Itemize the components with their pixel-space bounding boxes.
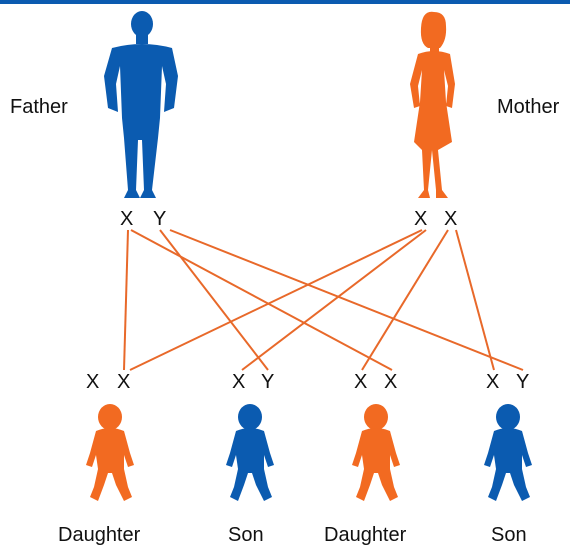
child4-chromosome-2: Y xyxy=(516,371,530,393)
line-father-x-to-child1 xyxy=(123,229,129,371)
child1-chromosome-2: X xyxy=(117,371,131,393)
baby-silhouette-icon xyxy=(226,404,274,501)
child1-chromosome-1: X xyxy=(86,371,100,393)
child3-label: Daughter xyxy=(324,524,407,546)
father-chromosome-2: Y xyxy=(153,208,167,230)
father-chromosome-1: X xyxy=(120,208,134,230)
line-father-x-to-child3 xyxy=(130,229,393,371)
child2-chromosome-2: Y xyxy=(261,371,275,393)
child3-chromosome-1: X xyxy=(354,371,368,393)
baby-silhouette-icon xyxy=(484,404,532,501)
line-mother-x1-to-child1 xyxy=(129,229,423,371)
line-father-y-to-child2 xyxy=(159,229,269,371)
child1-label: Daughter xyxy=(58,524,141,546)
father-label: Father xyxy=(10,96,68,118)
baby-silhouette-icon xyxy=(352,404,400,501)
man-silhouette-icon xyxy=(104,11,178,198)
top-accent-bar xyxy=(0,0,570,4)
child2-label: Son xyxy=(228,524,264,546)
child2-chromosome-1: X xyxy=(232,371,246,393)
line-mother-x2-to-child4 xyxy=(455,229,495,371)
child4-label: Son xyxy=(491,524,527,546)
baby-silhouette-icon xyxy=(86,404,134,501)
mother-chromosome-1: X xyxy=(414,208,428,230)
line-father-y-to-child4 xyxy=(169,229,524,371)
woman-silhouette-icon xyxy=(410,11,455,198)
inheritance-lines xyxy=(123,229,524,371)
child3-chromosome-2: X xyxy=(384,371,398,393)
line-mother-x2-to-child3 xyxy=(361,229,449,371)
line-mother-x1-to-child2 xyxy=(241,229,427,371)
child4-chromosome-1: X xyxy=(486,371,500,393)
mother-label: Mother xyxy=(497,96,560,118)
mother-chromosome-2: X xyxy=(444,208,458,230)
